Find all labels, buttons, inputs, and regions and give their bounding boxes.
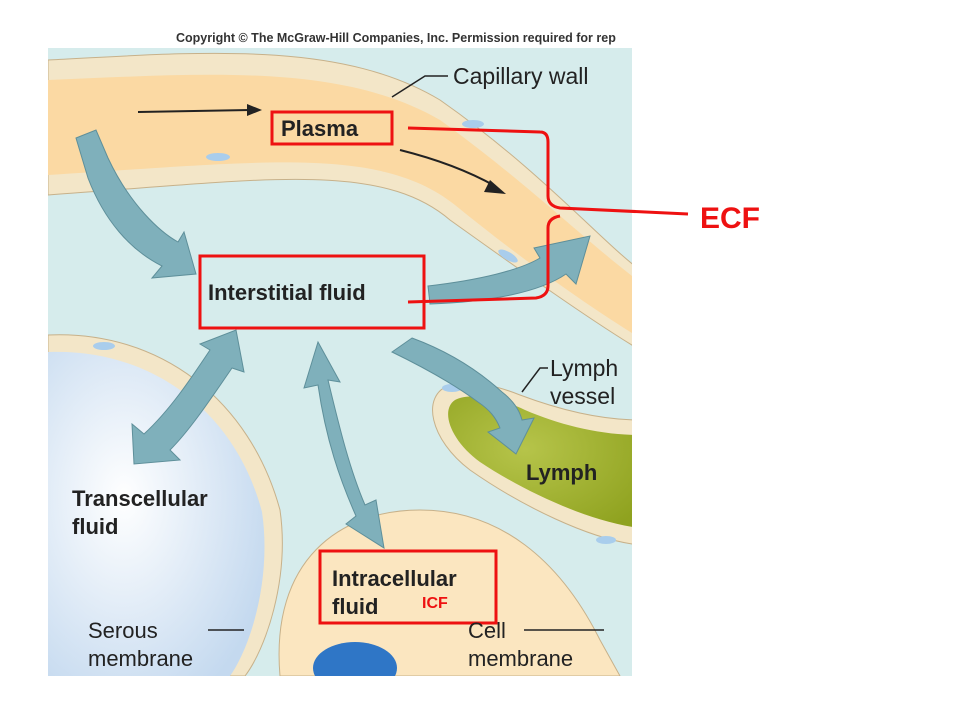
interstitial-intracellular-arrow bbox=[303, 340, 385, 550]
cell-nucleus bbox=[313, 642, 397, 676]
lymph-nucleus bbox=[596, 536, 616, 544]
serous-membrane-label-line1: Serous bbox=[88, 618, 158, 643]
lymph-vessel-leader bbox=[521, 367, 548, 393]
endothelial-nucleus bbox=[498, 249, 518, 263]
ecf-bracket bbox=[407, 126, 689, 304]
flow-arrow bbox=[137, 109, 251, 113]
capillary-lumen bbox=[48, 74, 632, 334]
plasma-box bbox=[270, 110, 394, 146]
flow-arrow bbox=[399, 149, 496, 187]
intracellular-fluid-label-line1: Intracellular bbox=[332, 566, 457, 591]
transcellular-space bbox=[48, 351, 265, 676]
intracellular-fluid-label-line2: fluid bbox=[332, 594, 378, 619]
endothelial-nucleus bbox=[462, 120, 484, 128]
lymph-vessel-label-line2: vessel bbox=[550, 383, 615, 409]
serous-nucleus bbox=[93, 342, 115, 350]
intracellular-fluid-box bbox=[318, 549, 498, 625]
copyright-notice: Copyright © The McGraw-Hill Companies, I… bbox=[176, 31, 616, 45]
interstitial-transcellular-arrow bbox=[131, 329, 245, 465]
lymph-label: Lymph bbox=[526, 460, 597, 485]
capillary-wall-leader bbox=[391, 75, 448, 98]
plasma-to-interstitial-arrow bbox=[75, 129, 197, 279]
transcellular-fluid-label-line2: fluid bbox=[72, 514, 118, 539]
lymph-lumen bbox=[448, 396, 632, 527]
cell-membrane-label-line1: Cell bbox=[468, 618, 506, 643]
ecf-label: ECF bbox=[700, 202, 760, 235]
capillary-wall-label: Capillary wall bbox=[453, 63, 588, 89]
endothelial-nucleus bbox=[206, 153, 230, 161]
plasma-label: Plasma bbox=[281, 116, 359, 141]
serous-membrane-label-line2: membrane bbox=[88, 646, 193, 671]
interstitial-fluid-box bbox=[198, 254, 426, 330]
interstitial-to-lymph-arrow bbox=[391, 337, 535, 455]
icf-label: ICF bbox=[422, 595, 448, 612]
transcellular-fluid-label-line1: Transcellular bbox=[72, 486, 208, 511]
flow-arrowhead bbox=[247, 104, 262, 116]
cell-membrane-label-line2: membrane bbox=[468, 646, 573, 671]
interstitial-fluid-label: Interstitial fluid bbox=[208, 280, 366, 305]
lymph-vessel-label-line1: Lymph bbox=[550, 355, 618, 381]
flow-arrowhead bbox=[484, 180, 506, 194]
